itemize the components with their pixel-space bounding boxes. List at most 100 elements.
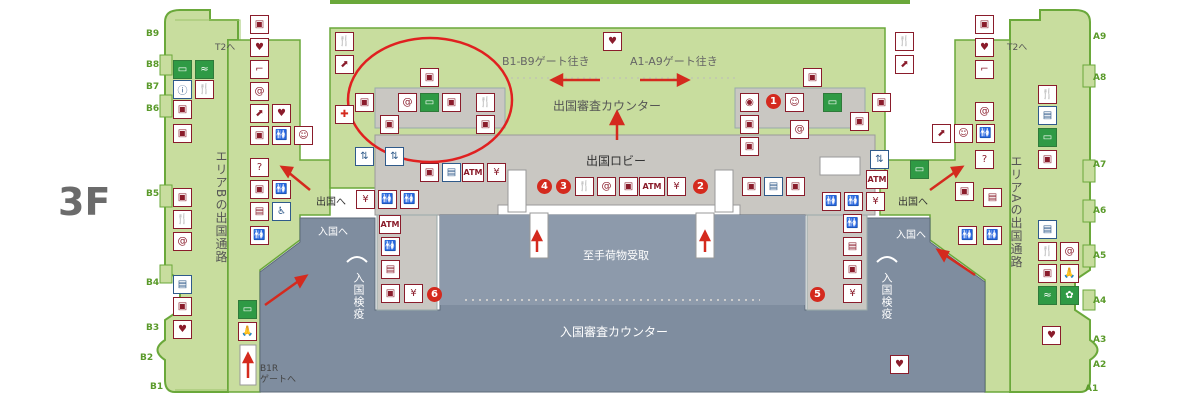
restaurant-icon: 🍴 — [476, 93, 495, 112]
prayer-icon: 🙏 — [238, 322, 257, 341]
shop-icon: ▣ — [742, 177, 761, 196]
restroom-icon: 🚻 — [822, 192, 841, 211]
escalator-icon: ⬈ — [932, 124, 951, 143]
restaurant-icon: 🍴 — [1038, 242, 1057, 261]
gate-b6: B6 — [146, 104, 160, 114]
shop-icon: ▣ — [872, 93, 891, 112]
t2-right-label: T2へ — [1007, 43, 1028, 53]
shop-icon: ▣ — [420, 163, 439, 182]
info-icon: ⓘ — [173, 80, 192, 99]
currency-exchange-icon: ¥ — [667, 177, 686, 196]
restaurant-icon: 🍴 — [195, 80, 214, 99]
currency-exchange-icon: ¥ — [404, 284, 423, 303]
internet-icon: @ — [790, 120, 809, 139]
shop-icon: ▣ — [173, 124, 192, 143]
quarantine-right-label: 入国検疫 — [880, 272, 893, 320]
elevator-icon: ⇅ — [355, 147, 374, 166]
shop-icon: ▣ — [476, 115, 495, 134]
nap-icon: ≈ — [1038, 286, 1057, 305]
aed-icon: ♥ — [250, 38, 269, 57]
escalator-icon: ⬈ — [335, 55, 354, 74]
escalator-icon: ⬈ — [250, 104, 269, 123]
help-icon: ? — [975, 150, 994, 169]
shop-icon: ▣ — [740, 137, 759, 156]
shop-icon: ▣ — [442, 93, 461, 112]
restroom-icon: 🚻 — [250, 226, 269, 245]
atm-icon: ATM — [462, 163, 484, 182]
departure-lobby-label: 出国ロビー — [586, 154, 647, 168]
aed-icon: ♥ — [1042, 326, 1061, 345]
info-book-icon: ▤ — [442, 163, 461, 182]
currency-exchange-icon: ¥ — [487, 163, 506, 182]
shop-icon: ▣ — [975, 15, 994, 34]
nursery-icon: ☺ — [954, 124, 973, 143]
area-a-concourse — [1009, 9, 1099, 393]
marker-6: 6 — [427, 287, 442, 302]
info-book-icon: ▤ — [1038, 106, 1057, 125]
gate-b2: B2 — [140, 353, 154, 363]
gate-b4: B4 — [146, 278, 160, 288]
nursery-icon: ☺ — [785, 93, 804, 112]
restroom-icon: 🚻 — [400, 190, 419, 209]
duty-free-icon: ▤ — [843, 237, 862, 256]
gate-b7: B7 — [146, 82, 160, 92]
shop-icon: ▣ — [381, 284, 400, 303]
marker-3: 3 — [556, 179, 571, 194]
b1r-gate-line1: B1R — [260, 364, 279, 374]
arrival-immigration-label: 入国審査カウンター — [560, 325, 669, 339]
to-arrival-left: 入国へ — [318, 227, 348, 238]
lounge-icon: ▭ — [823, 93, 842, 112]
shop-icon: ▣ — [380, 115, 399, 134]
marker-5: 5 — [810, 287, 825, 302]
first-aid-icon: ✚ — [335, 105, 354, 124]
shop-icon: ▣ — [355, 93, 374, 112]
internet-icon: @ — [975, 102, 994, 121]
shop-icon: ▣ — [740, 115, 759, 134]
gate-b9: B9 — [146, 29, 160, 39]
currency-exchange-icon: ¥ — [866, 192, 885, 211]
nap-icon: ≈ — [195, 60, 214, 79]
b1r-gate-label: B1R ゲートへ — [260, 364, 296, 386]
atm-icon: ATM — [866, 170, 888, 189]
baggage-claim-label: 至手荷物受取 — [583, 249, 649, 262]
internet-icon: @ — [173, 232, 192, 251]
shop-icon: ▣ — [786, 177, 805, 196]
restaurant-icon: 🍴 — [1038, 85, 1057, 104]
quarantine-left-label: 入国検疫 — [352, 272, 365, 320]
atm-icon: ATM — [639, 177, 665, 196]
internet-icon: @ — [597, 177, 616, 196]
gate-a6: A6 — [1093, 206, 1107, 216]
to-arrival-right: 入国へ — [896, 230, 926, 241]
smoking-icon: ⌐ — [975, 60, 994, 79]
nursery-icon: ☺ — [294, 126, 313, 145]
shop-icon: ▣ — [250, 180, 269, 199]
restaurant-icon: 🍴 — [895, 32, 914, 51]
shop-icon: ▣ — [173, 100, 192, 119]
gate-a5: A5 — [1093, 251, 1107, 261]
wheelchair-icon: ♿ — [272, 202, 291, 221]
gate-a4: A4 — [1093, 296, 1107, 306]
shop-icon: ▣ — [955, 182, 974, 201]
a-gate-direction: A1-A9ゲート往き — [630, 55, 718, 68]
gate-a8: A8 — [1093, 73, 1107, 83]
shop-icon: ▣ — [250, 15, 269, 34]
lounge-icon: ▭ — [238, 300, 257, 319]
marker-4: 4 — [537, 179, 552, 194]
massage-icon: ◉ — [740, 93, 759, 112]
floor-label: 3F — [58, 180, 111, 224]
gate-a2: A2 — [1093, 360, 1107, 370]
restroom-icon: 🚻 — [976, 124, 995, 143]
area-a-passage-label: エリアAの出国通路 — [1009, 155, 1023, 269]
gate-b5: B5 — [146, 189, 160, 199]
to-departure-right: 出国へ — [898, 197, 928, 208]
restroom-icon: 🚻 — [983, 226, 1002, 245]
internet-icon: @ — [398, 93, 417, 112]
aed-icon: ♥ — [173, 320, 192, 339]
restroom-icon: 🚻 — [272, 180, 291, 199]
aed-icon: ♥ — [603, 32, 622, 51]
departure-immigration-label: 出国審査カウンター — [553, 99, 662, 113]
t2-left-label: T2へ — [215, 43, 236, 53]
internet-icon: @ — [250, 82, 269, 101]
shop-icon: ▣ — [173, 297, 192, 316]
